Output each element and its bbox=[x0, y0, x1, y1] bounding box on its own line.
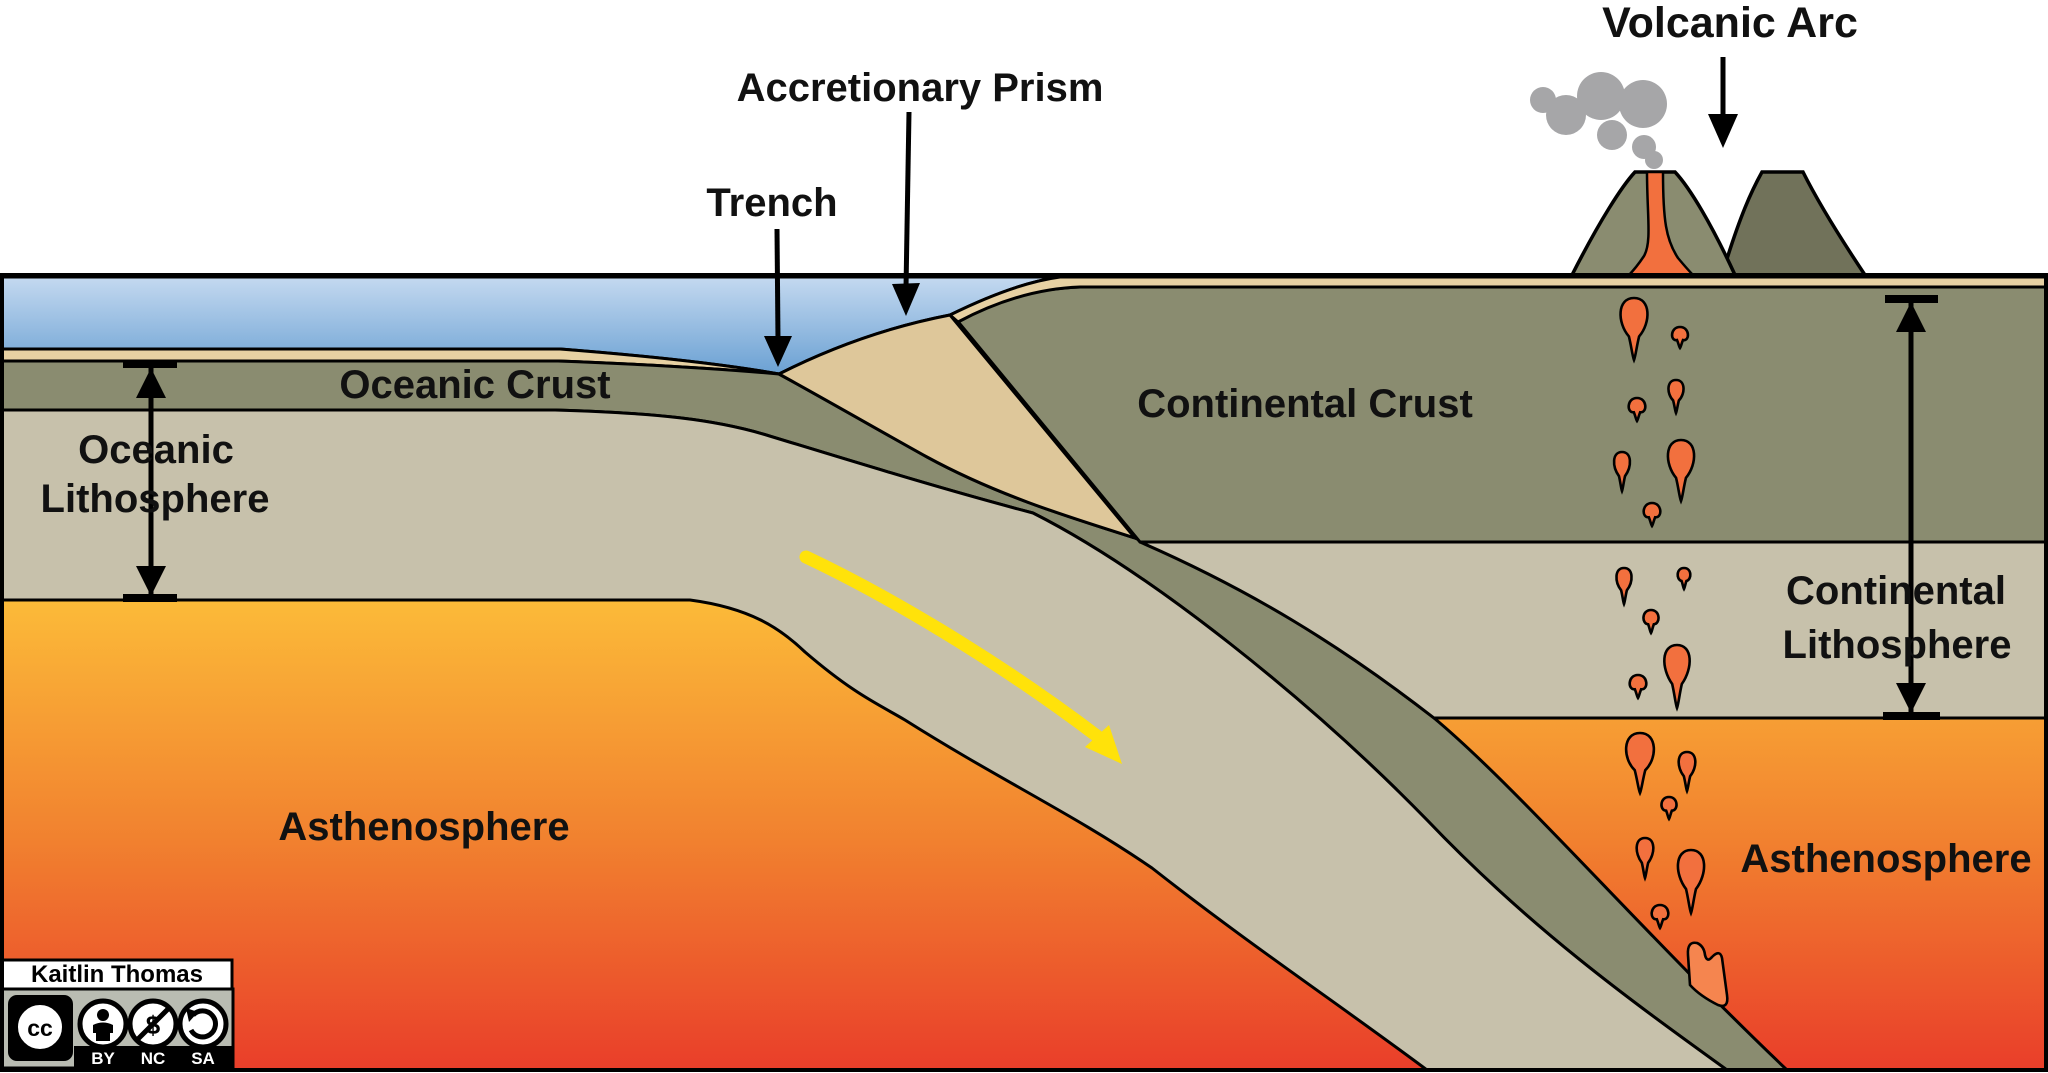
magma-blob bbox=[1663, 643, 1691, 712]
volcanic-arc-arrow bbox=[1708, 57, 1738, 148]
smoke-puff bbox=[1645, 151, 1663, 169]
label-accretionary-prism: Accretionary Prism bbox=[737, 66, 1104, 110]
magma-blob bbox=[1627, 396, 1647, 424]
continental-lithosphere-mantle bbox=[1139, 540, 2048, 720]
label-by: BY bbox=[91, 1049, 115, 1068]
label-nc: NC bbox=[141, 1049, 166, 1068]
continental-crust bbox=[952, 285, 2048, 544]
smoke-puff bbox=[1577, 72, 1625, 120]
label-asthenosphere-right: Asthenosphere bbox=[1740, 837, 2031, 881]
smoke-puff bbox=[1530, 87, 1556, 113]
label-continental-lithosphere-2: Lithosphere bbox=[1783, 623, 2012, 667]
magma-blob bbox=[1628, 673, 1648, 701]
label-oceanic-crust: Oceanic Crust bbox=[339, 363, 610, 407]
continental-surface-sediment bbox=[947, 275, 2048, 324]
subduction-arrow-head bbox=[1085, 725, 1122, 764]
magma-blob bbox=[1660, 795, 1678, 822]
smoke-cloud bbox=[1530, 72, 1667, 169]
diagram-frame bbox=[0, 273, 2048, 1072]
magma-blob bbox=[1612, 450, 1632, 495]
label-oceanic-lithosphere-2: Lithosphere bbox=[41, 477, 270, 521]
magma-blob bbox=[1615, 566, 1633, 608]
attribution-author: Kaitlin Thomas bbox=[31, 961, 203, 988]
label-trench: Trench bbox=[706, 181, 837, 225]
oceanic-lithosphere-mantle-slab bbox=[0, 408, 1732, 1072]
svg-text:cc: cc bbox=[27, 1015, 53, 1041]
label-oceanic-lithosphere-1: Oceanic bbox=[78, 428, 234, 472]
magma-blobs bbox=[1612, 296, 1706, 931]
label-continental-crust: Continental Crust bbox=[1137, 382, 1473, 426]
magma-blob bbox=[1677, 750, 1697, 795]
magma-blob bbox=[1666, 438, 1696, 505]
magma-blob bbox=[1676, 848, 1706, 917]
label-sa: SA bbox=[191, 1049, 215, 1068]
label-asthenosphere-left: Asthenosphere bbox=[278, 805, 569, 849]
magma-blob bbox=[1619, 296, 1649, 364]
cc-license-badge: Kaitlin Thomas cc $ BY NC SA bbox=[0, 958, 235, 1070]
accretionary-prism-arrow bbox=[892, 111, 920, 316]
smoke-puff bbox=[1619, 80, 1667, 128]
magma-blob-on-slab bbox=[1686, 941, 1729, 1008]
continental-lithosphere-extent-arrow bbox=[1883, 295, 1940, 720]
magma-blob bbox=[1667, 378, 1685, 417]
oceanic-lithosphere-extent-arrow bbox=[123, 360, 177, 602]
subduction-direction-arrow bbox=[799, 550, 1104, 743]
label-volcanic-arc: Volcanic Arc bbox=[1602, 0, 1858, 47]
nc-icon: $ bbox=[127, 998, 179, 1050]
accretionary-prism bbox=[775, 313, 1140, 541]
volcano-right bbox=[1719, 170, 1869, 277]
cc-icon: cc bbox=[8, 995, 73, 1061]
magma-blob bbox=[1624, 731, 1656, 797]
smoke-puff bbox=[1546, 95, 1586, 135]
magma-blob bbox=[1676, 566, 1692, 592]
trench-arrow bbox=[764, 228, 792, 367]
smoke-puff bbox=[1597, 120, 1627, 150]
magma-blob bbox=[1670, 325, 1690, 351]
magma-blob bbox=[1642, 501, 1662, 529]
magma-blob bbox=[1642, 608, 1660, 636]
sa-icon bbox=[177, 998, 229, 1050]
magma-blob bbox=[1650, 903, 1670, 931]
label-continental-lithosphere-1: Continental bbox=[1786, 569, 2006, 613]
by-icon bbox=[77, 998, 129, 1050]
magma-blob bbox=[1635, 836, 1655, 882]
